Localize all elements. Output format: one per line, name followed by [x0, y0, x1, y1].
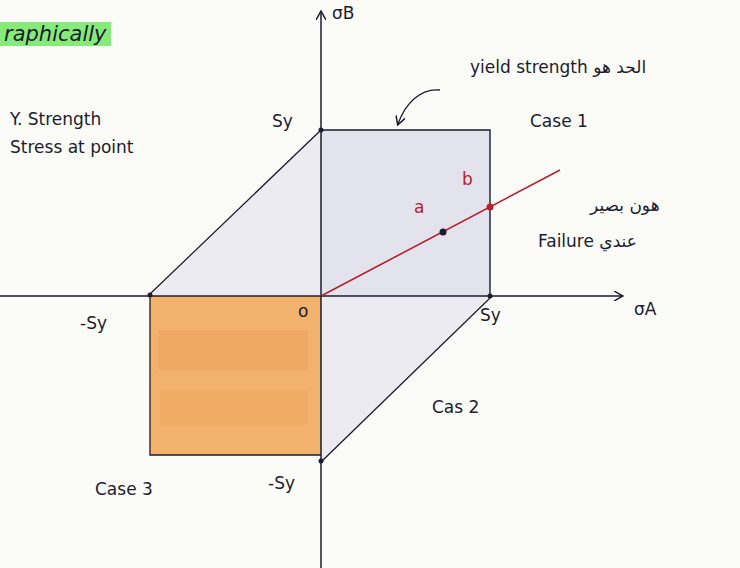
callout-note: Failure عندي: [538, 232, 637, 252]
axis-value: -Sy: [268, 474, 295, 494]
axis-value: Sy: [272, 112, 293, 132]
callout-note: هون بصير: [590, 196, 660, 216]
callout-note: yield strength الحد هو: [470, 58, 646, 78]
region-label: Case 3: [95, 480, 153, 500]
note-text: Y. Strength: [10, 110, 101, 130]
note-text: Stress at point: [10, 138, 134, 158]
axis-value: -Sy: [80, 314, 107, 334]
region-label: Case 1: [530, 112, 588, 132]
point-label: a: [414, 198, 424, 218]
point-label: b: [462, 170, 473, 190]
axis-value: Sy: [480, 306, 501, 326]
region-label: Cas 2: [432, 398, 479, 418]
axis-label: σA: [634, 300, 656, 320]
heading-note: raphically: [0, 22, 111, 46]
origin-label: o: [298, 302, 308, 322]
axis-label: σB: [332, 4, 354, 24]
